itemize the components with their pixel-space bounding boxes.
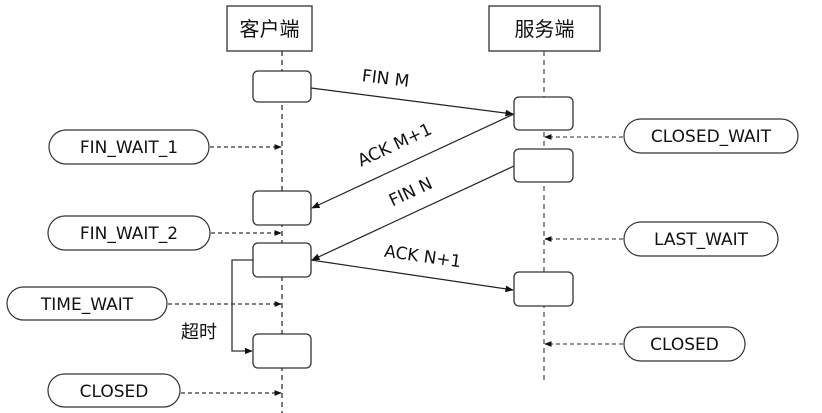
server-state-closed-label: CLOSED [650, 335, 719, 355]
client-state-fin-wait-1: FIN_WAIT_1 [48, 129, 210, 165]
client-activation-2 [252, 190, 312, 226]
message-arrow-fin-m [310, 87, 514, 117]
server-header: 服务端 [488, 5, 601, 52]
server-state-closed-wait-label: CLOSED_WAIT [651, 127, 772, 147]
server-state-closed: CLOSED [623, 326, 746, 362]
server-state-last-wait: LAST_WAIT [623, 221, 779, 257]
message-label-fin-m: FIN M [361, 66, 411, 92]
client-state-time-wait-label: TIME_WAIT [40, 295, 134, 315]
client-header: 客户端 [226, 5, 313, 52]
client-state-closed: CLOSED [47, 373, 181, 408]
client-state-fin-wait-2-label: FIN_WAIT_2 [80, 224, 178, 244]
client-activation-3 [252, 242, 312, 278]
timeout-label: 超时 [181, 322, 217, 343]
client-state-closed-label: CLOSED [80, 382, 149, 402]
client-header-label: 客户端 [240, 17, 300, 41]
message-arrow-ack-n1 [310, 259, 514, 293]
message-arrow-ack-m1 [311, 113, 515, 209]
timeout-bracket [231, 259, 253, 355]
client-state-time-wait: TIME_WAIT [6, 286, 168, 321]
message-label-ack-m1: ACK M+1 [355, 120, 435, 172]
server-state-closed-wait: CLOSED_WAIT [623, 118, 799, 154]
server-activation-1 [513, 96, 574, 131]
message-label-ack-n1: ACK N+1 [383, 242, 463, 273]
message-arrow-fin-n [311, 165, 515, 261]
client-activation-4 [252, 333, 312, 369]
client-state-fin-wait-1-label: FIN_WAIT_1 [80, 138, 178, 158]
server-header-label: 服务端 [515, 17, 575, 41]
server-activation-2 [513, 148, 574, 183]
server-state-last-wait-label: LAST_WAIT [654, 230, 749, 250]
server-activation-3 [513, 271, 574, 307]
client-activation-1 [252, 70, 312, 103]
client-state-fin-wait-2: FIN_WAIT_2 [47, 215, 211, 251]
